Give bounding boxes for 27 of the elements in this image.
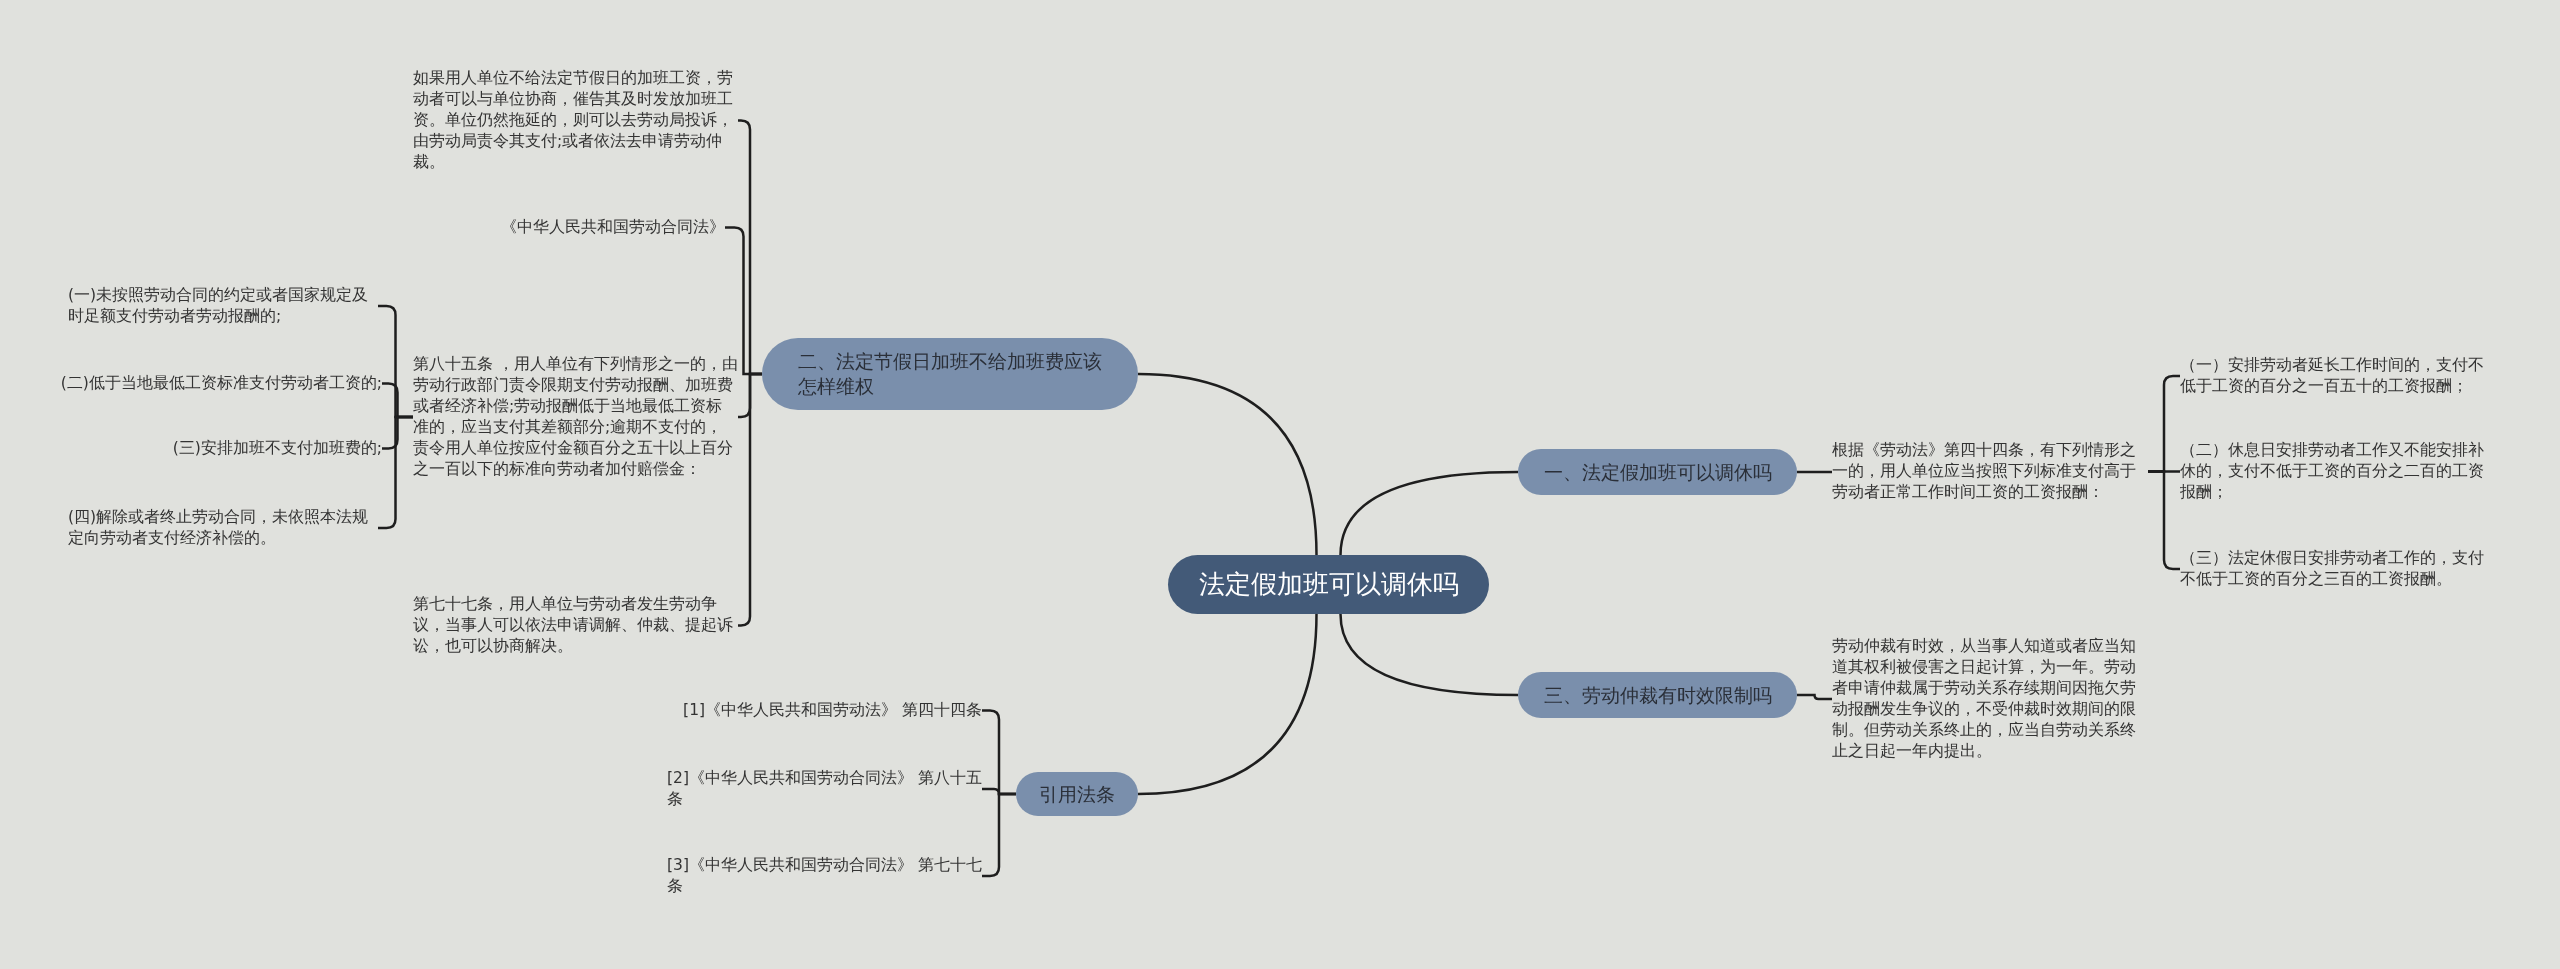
note-text: 《中华人民共和国劳动合同法》 [501,217,725,238]
branch-line [1339,613,1519,697]
branch-line [1339,470,1519,556]
note-text: (三)安排加班不支付加班费的; [172,438,382,459]
topic-pill: 二、法定节假日加班不给加班费应该怎样维权 [762,338,1138,410]
topic-pill: 引用法条 [1016,772,1138,816]
note-text: （一）安排劳动者延长工作时间的，支付不低于工资的百分之一百五十的工资报酬； [2180,355,2496,397]
note-text: [3]《中华人民共和国劳动合同法》 第七十七条 [667,855,982,897]
note-text: (四)解除或者终止劳动合同，未依照本法规定向劳动者支付经济补偿的。 [68,507,378,549]
bracket-line [1797,693,1832,701]
note-text: 劳动仲裁有时效，从当事人知道或者应当知道其权利被侵害之日起计算，为一年。劳动者申请仲裁属于劳动关系存续期间因拖欠劳动报酬发生争议的，不受仲裁时效期间的限制。但劳动关系终止的，应当自劳动关系终止之日起一年内提出。 [1832,636,2148,762]
note-text: 第八十五条 ，用人单位有下列情形之一的，由劳动行政部门责令限期支付劳动报酬、加班费或者经济补偿;劳动报酬低于当地最低工资标准的，应当支付其差额部分;逾期不支付的，责令用人单位按应付金额百分之五十以上百分之一百以下的标准向劳动者加付赔偿金： [413,354,738,480]
note-text: (二)低于当地最低工资标准支付劳动者工资的; [60,373,382,394]
note-text: 根据《劳动法》第四十四条，有下列情形之一的，用人单位应当按照下列标准支付高于劳动者正常工作时间工资的工资报酬： [1832,440,2148,503]
note-text: [2]《中华人民共和国劳动合同法》 第八十五条 [667,768,982,810]
note-text: [1]《中华人民共和国劳动法》 第四十四条 [683,700,982,721]
branch-line [1137,613,1318,796]
note-text: 第七十七条，用人单位与劳动者发生劳动争议，当事人可以依法申请调解、仲裁、提起诉讼，也可以协商解决。 [413,594,738,657]
note-text: （三）法定休假日安排劳动者工作的，支付不低于工资的百分之三百的工资报酬。 [2180,548,2496,590]
branch-line [1137,372,1318,556]
note-text: 如果用人单位不给法定节假日的加班工资，劳动者可以与单位协商，催告其及时发放加班工资。单位仍然拖延的，则可以去劳动局投诉，由劳动局责令其支付;或者依法去申请劳动仲裁。 [413,68,738,173]
central-topic: 法定假加班可以调休吗 [1168,555,1489,614]
topic-pill: 三、劳动仲裁有时效限制吗 [1518,672,1797,718]
bracket-line [1797,470,1832,474]
note-text: (一)未按照劳动合同的约定或者国家规定及时足额支付劳动者劳动报酬的; [68,285,378,327]
note-text: （二）休息日安排劳动者工作又不能安排补休的，支付不低于工资的百分之二百的工资报酬； [2180,440,2496,503]
topic-pill: 一、法定假加班可以调休吗 [1518,449,1797,495]
